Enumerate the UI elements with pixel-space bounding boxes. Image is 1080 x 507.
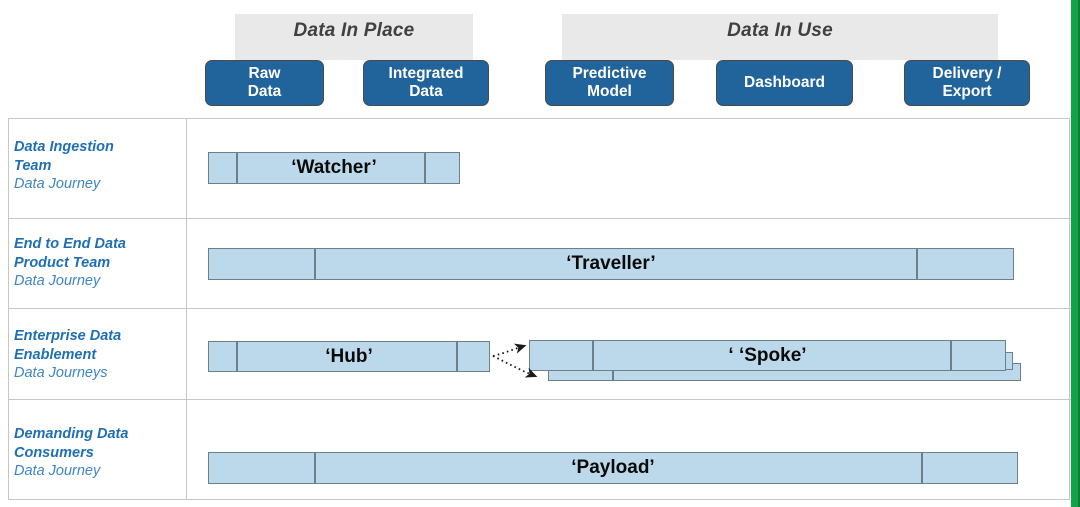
- grid-row-divider-0: [9, 218, 1071, 219]
- journey-bar-traveller[interactable]: ‘Traveller’: [208, 248, 1014, 280]
- journey-segment-divider-1: [424, 153, 426, 183]
- stage-pill-label: Raw Data: [247, 64, 282, 100]
- phase-band-data-in-place: Data In Place: [235, 14, 473, 60]
- journey-bar-spoke[interactable]: ‘ ‘Spoke’: [529, 340, 1006, 371]
- journey-label: ‘Payload’: [571, 457, 655, 478]
- row-label-title: Data Ingestion Team: [14, 139, 114, 174]
- journey-label: ‘ ‘Spoke’: [728, 344, 807, 366]
- phase-band-label: Data In Place: [293, 20, 415, 41]
- stage-pill-raw-data[interactable]: Raw Data: [205, 60, 324, 106]
- stage-pill-integrated-data[interactable]: Integrated Data: [363, 60, 489, 106]
- journey-segment-divider-1: [456, 342, 458, 371]
- journey-segment-divider-0: [612, 364, 614, 380]
- journey-segment-divider-0: [314, 249, 316, 279]
- journey-segment-divider-0: [314, 453, 316, 483]
- journey-segment-divider-0: [592, 341, 594, 370]
- journey-bar-hub[interactable]: ‘Hub’: [208, 341, 490, 372]
- row-label-subtitle: Data Journey: [14, 273, 101, 290]
- grid-row-divider-1: [9, 308, 1071, 309]
- journey-label: ‘Traveller’: [566, 253, 656, 274]
- accent-stripe-edge: [1078, 0, 1080, 507]
- journey-label: ‘Hub’: [325, 345, 373, 367]
- journey-bar-payload[interactable]: ‘Payload’: [208, 452, 1018, 484]
- grid-column-divider: [186, 119, 187, 499]
- journey-segment-divider-0: [236, 342, 238, 371]
- journey-segment-divider-1: [916, 249, 918, 279]
- journey-label: ‘Watcher’: [291, 157, 377, 178]
- stage-pill-label: Predictive Model: [572, 64, 647, 100]
- row-label-subtitle: Data Journey: [14, 176, 101, 193]
- phase-band-data-in-use: Data In Use: [562, 14, 998, 60]
- row-label-title: Demanding Data Consumers: [14, 426, 129, 461]
- row-label-subtitle: Data Journey: [14, 463, 101, 480]
- stage-pill-predictive-model[interactable]: Predictive Model: [545, 60, 674, 106]
- grid-row-divider-2: [9, 399, 1071, 400]
- stage-pill-dashboard[interactable]: Dashboard: [716, 60, 853, 106]
- journey-segment-divider-1: [921, 453, 923, 483]
- journey-bar-watcher[interactable]: ‘Watcher’: [208, 152, 460, 184]
- stage-pill-label: Dashboard: [744, 73, 825, 91]
- stage-pill-label: Delivery / Export: [932, 64, 1002, 100]
- accent-stripe: [1071, 0, 1078, 507]
- row-label-title: End to End Data Product Team: [14, 236, 126, 271]
- stage-pill-delivery-export[interactable]: Delivery / Export: [904, 60, 1030, 106]
- row-label-subtitle: Data Journeys: [14, 365, 108, 382]
- stage-pill-label: Integrated Data: [388, 64, 464, 100]
- journey-grid: [8, 118, 1071, 500]
- phase-band-label: Data In Use: [727, 20, 833, 41]
- row-label-title: Enterprise Data Enablement: [14, 328, 122, 363]
- journey-segment-divider-0: [236, 153, 238, 183]
- journey-segment-divider-1: [950, 341, 952, 370]
